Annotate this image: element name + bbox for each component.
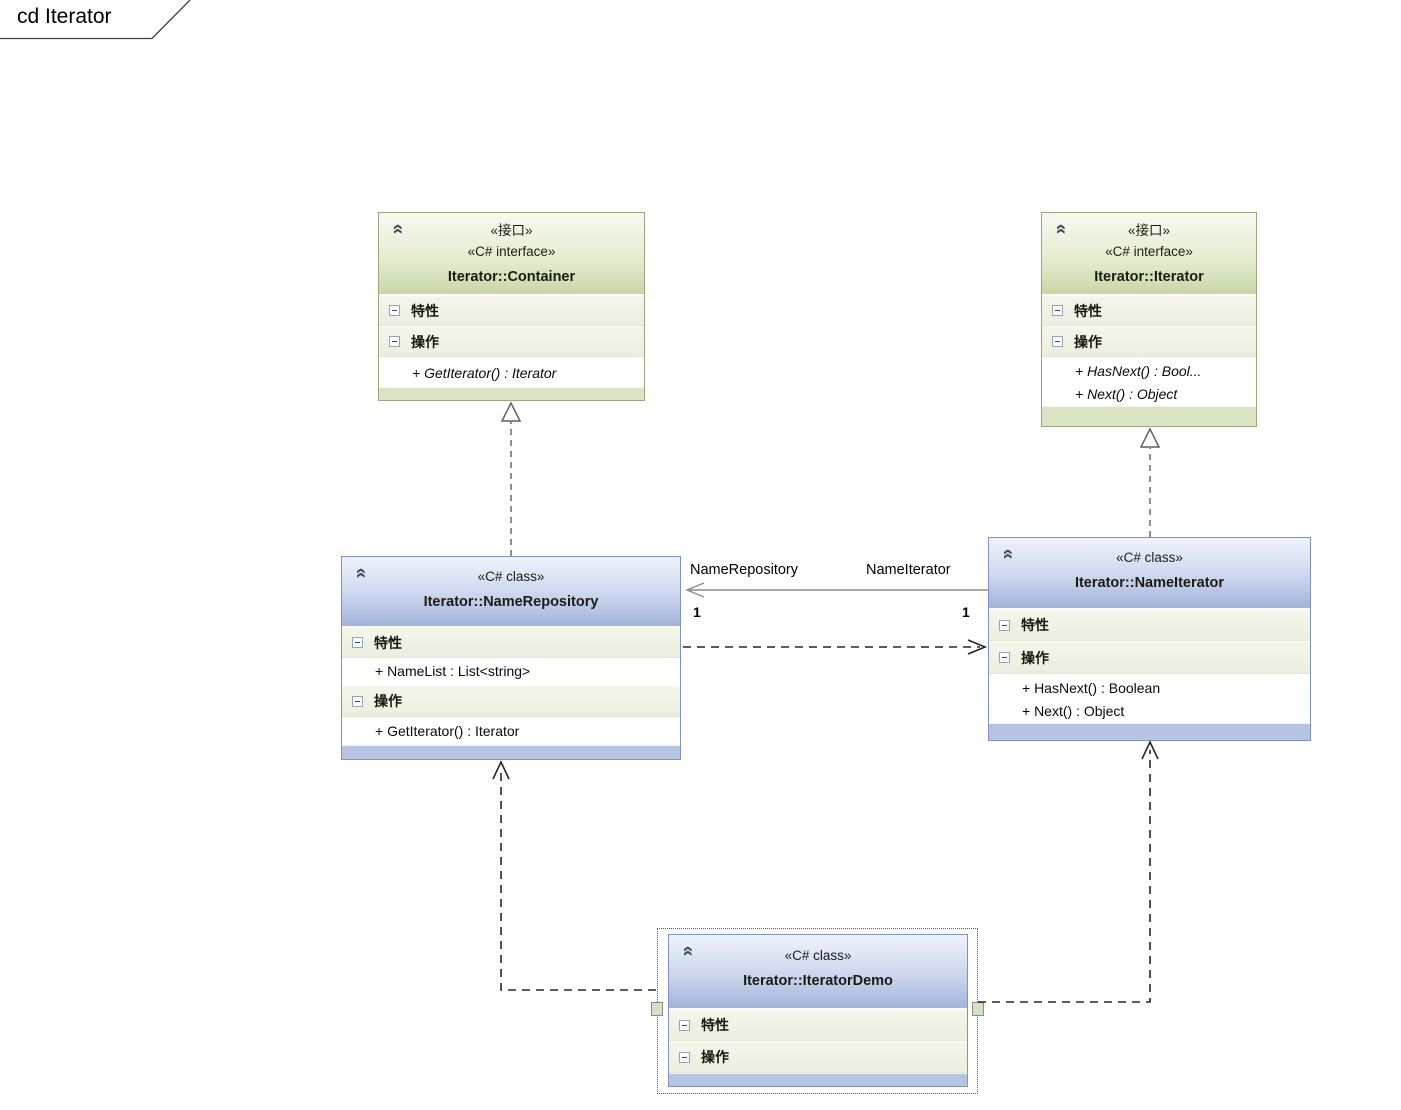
attributes-section-header[interactable]: 特性 xyxy=(342,627,680,658)
class-name: Iterator::Iterator xyxy=(1094,269,1204,285)
stereotype: «C# interface» xyxy=(1105,244,1193,259)
class-box-namerepository[interactable]: «C# class» Iterator::NameRepository 特性 +… xyxy=(341,556,681,760)
member-row[interactable]: + GetIterator() : Iterator xyxy=(412,365,557,381)
association-namerepository-nameiterator[interactable] xyxy=(685,582,988,598)
collapse-chevron-icon[interactable] xyxy=(351,565,369,583)
member-row[interactable]: + GetIterator() : Iterator xyxy=(375,723,520,739)
operations-section-header[interactable]: 操作 xyxy=(379,326,644,357)
member-row[interactable]: + NameList : List<string> xyxy=(375,663,531,679)
minus-box-icon[interactable] xyxy=(679,1051,690,1063)
minus-box-icon[interactable] xyxy=(999,652,1010,663)
box-footer-strip xyxy=(342,745,680,759)
attributes-section-header[interactable]: 特性 xyxy=(669,1009,967,1041)
class-header: «C# class» Iterator::IteratorDemo xyxy=(669,935,967,1009)
association-target-role-label: NameIterator xyxy=(866,562,951,578)
collapse-chevron-icon[interactable] xyxy=(678,943,696,961)
selection-outline xyxy=(651,928,984,1094)
operations-list: + HasNext() : Bool... + Next() : Object xyxy=(1042,357,1256,406)
attributes-section-header[interactable]: 特性 xyxy=(989,609,1310,641)
dependency-iteratordemo-nameiterator[interactable] xyxy=(978,740,1159,1003)
selection-handle-right[interactable] xyxy=(972,1002,984,1016)
stereotype: «C# class» xyxy=(477,569,545,584)
operations-list: + GetIterator() : Iterator xyxy=(379,357,644,387)
realization-nameiterator-iterator[interactable] xyxy=(1139,427,1161,537)
class-box-iteratordemo[interactable]: «C# class» Iterator::IteratorDemo 特性 操作 xyxy=(668,934,968,1087)
minus-box-icon[interactable] xyxy=(389,305,400,316)
box-footer-strip xyxy=(989,723,1310,740)
member-row[interactable]: + Next() : Object xyxy=(1075,386,1178,402)
minus-box-icon[interactable] xyxy=(389,336,400,347)
class-header: «接口» «C# interface» Iterator::Iterator xyxy=(1042,213,1256,295)
minus-box-icon[interactable] xyxy=(999,619,1010,631)
class-box-nameiterator[interactable]: «C# class» Iterator::NameIterator 特性 操作 … xyxy=(988,537,1311,741)
class-name: Iterator::NameRepository xyxy=(423,594,599,610)
collapse-chevron-icon[interactable] xyxy=(998,546,1016,564)
attributes-section-header[interactable]: 特性 xyxy=(379,295,644,326)
member-row[interactable]: + HasNext() : Bool... xyxy=(1075,363,1202,379)
member-row[interactable]: + HasNext() : Boolean xyxy=(1022,680,1161,696)
class-box-iterator[interactable]: «接口» «C# interface» Iterator::Iterator 特… xyxy=(1041,212,1257,427)
operations-section-header[interactable]: 操作 xyxy=(1042,326,1256,357)
attributes-section-header[interactable]: 特性 xyxy=(1042,295,1256,326)
association-source-multiplicity: 1 xyxy=(693,604,701,620)
box-footer-strip xyxy=(1042,406,1256,426)
operations-list: + GetIterator() : Iterator xyxy=(342,717,680,745)
member-row[interactable]: + Next() : Object xyxy=(1022,703,1125,719)
class-name: Iterator::NameIterator xyxy=(1074,575,1225,591)
minus-box-icon[interactable] xyxy=(352,695,363,707)
minus-box-icon[interactable] xyxy=(1052,336,1063,347)
operations-list: + HasNext() : Boolean + Next() : Object xyxy=(989,674,1310,723)
dependency-iteratordemo-namerepository[interactable] xyxy=(492,760,656,991)
collapse-chevron-icon[interactable] xyxy=(388,221,406,239)
class-header: «C# class» Iterator::NameRepository xyxy=(342,557,680,627)
minus-box-icon[interactable] xyxy=(1052,305,1063,316)
class-box-container[interactable]: «接口» «C# interface» Iterator::Container … xyxy=(378,212,645,401)
operations-section-header[interactable]: 操作 xyxy=(669,1041,967,1073)
selection-handle-left[interactable] xyxy=(651,1002,663,1016)
box-footer-strip xyxy=(379,387,644,400)
operations-section-header[interactable]: 操作 xyxy=(342,685,680,717)
stereotype-zh: «接口» xyxy=(490,223,533,238)
stereotype-zh: «接口» xyxy=(1127,223,1171,238)
class-name: Iterator::Container xyxy=(447,269,576,285)
association-target-multiplicity: 1 xyxy=(962,604,970,620)
class-header: «接口» «C# interface» Iterator::Container xyxy=(379,213,644,295)
collapse-chevron-icon[interactable] xyxy=(1051,221,1069,239)
diagram-frame-title: cd Iterator xyxy=(17,5,112,28)
dependency-namerepository-nameiterator[interactable] xyxy=(683,639,988,655)
attributes-list: + NameList : List<string> xyxy=(342,658,680,685)
class-name: Iterator::IteratorDemo xyxy=(743,973,893,989)
stereotype: «C# class» xyxy=(784,948,852,963)
stereotype: «C# interface» xyxy=(467,244,556,259)
minus-box-icon[interactable] xyxy=(352,637,363,648)
association-source-role-label: NameRepository xyxy=(690,562,798,578)
class-header: «C# class» Iterator::NameIterator xyxy=(989,538,1310,609)
operations-section-header[interactable]: 操作 xyxy=(989,641,1310,674)
box-footer-strip xyxy=(669,1073,967,1086)
realization-namerepository-container[interactable] xyxy=(500,401,522,556)
minus-box-icon[interactable] xyxy=(679,1019,690,1031)
stereotype: «C# class» xyxy=(1116,550,1183,565)
